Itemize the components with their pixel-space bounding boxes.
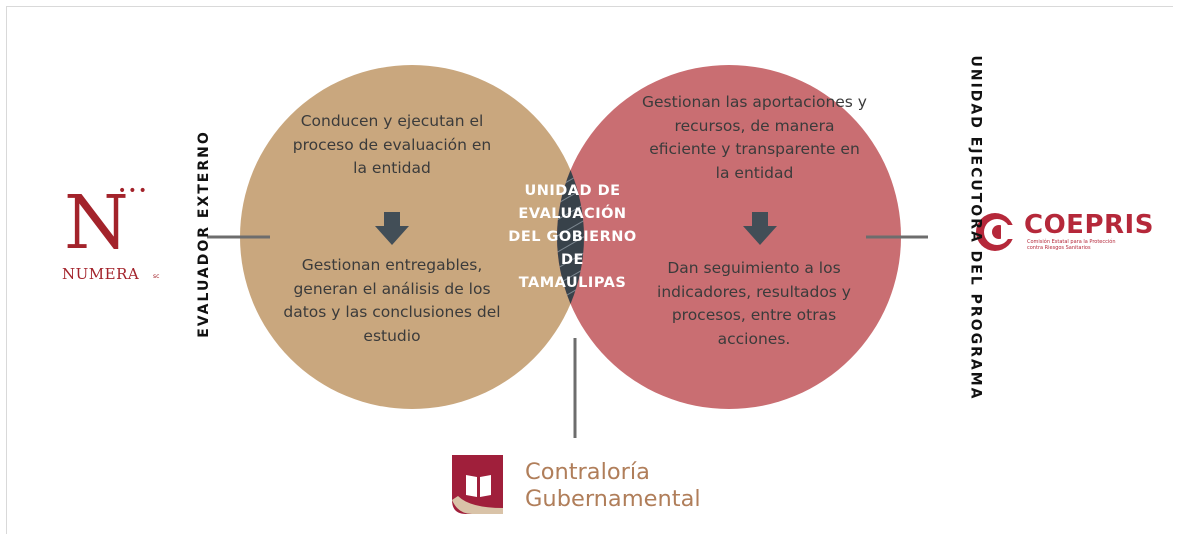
coepris-subtitle: Comisión Estatal para la Protección cont…: [1027, 239, 1116, 251]
book-icon: [452, 455, 503, 514]
right-circle: [557, 65, 901, 409]
numera-suffix: sc: [153, 273, 160, 280]
coepris-c-icon: [976, 213, 1015, 251]
numera-logo: N ••• NUMERA sc: [60, 180, 160, 295]
numera-dots: •••: [118, 183, 149, 199]
contraloria-logo: Contraloría Gubernamental: [447, 452, 717, 518]
diagram-frame: [6, 6, 1173, 534]
left-circle: [240, 65, 584, 409]
contraloria-name: Contraloría Gubernamental: [525, 459, 701, 513]
intersection-title: UNIDAD DE EVALUACIÓN DEL GOBIERNO DE TAM…: [508, 183, 637, 291]
numera-word: NUMERA: [62, 265, 140, 283]
arrow-down-icon: [375, 212, 409, 245]
right-bottom-text: Dan seguimiento a los indicadores, resul…: [657, 259, 851, 348]
contraloria-line2: Gubernamental: [525, 486, 701, 512]
coepris-logo: COEPRIS Comisión Estatal para la Protecc…: [975, 208, 1165, 258]
arrow-down-icon: [743, 212, 777, 245]
left-top-text: Conducen y ejecutan el proceso de evalua…: [292, 112, 492, 177]
right-top-text: Gestionan las aportaciones y recursos, d…: [642, 93, 867, 182]
left-vertical-label: EVALUADOR EXTERNO: [195, 130, 212, 338]
numera-letter: N: [64, 180, 129, 266]
coepris-word: COEPRIS: [1024, 210, 1154, 240]
left-bottom-text: Gestionan entregables, generan el anális…: [283, 256, 501, 345]
contraloria-line1: Contraloría: [525, 459, 650, 485]
